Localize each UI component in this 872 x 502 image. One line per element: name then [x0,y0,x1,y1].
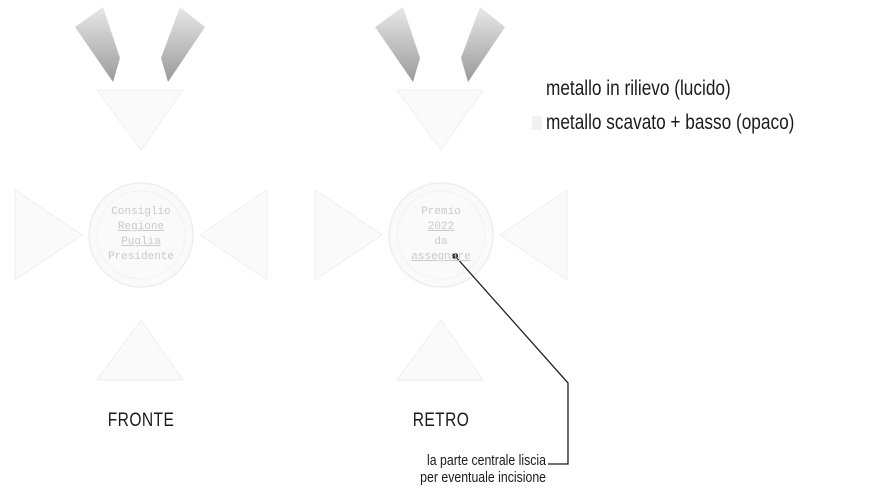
front-medal-cross [14,89,268,381]
front-engraving-line: Consiglio [111,206,171,218]
legend-label-relief: metallo in rilievo (lucido) [546,77,731,100]
back-caption: RETRO [412,410,470,431]
front-engraving-line: Presidente [107,251,174,263]
back-engraving-line: Premio [421,206,461,218]
front-engraving-line: Puglia [121,236,161,248]
callout-leader [452,253,569,465]
front-ribbon-left [75,7,120,82]
front-caption: FRONTE [107,410,175,431]
front-ribbon-right [161,7,205,82]
front-medal-disc-inner [96,190,186,280]
legend-swatch-engraved [532,116,542,130]
front-engraving: Consiglio Regione Puglia Presidente [101,205,181,265]
callout-note: la parte centrale liscia per eventuale i… [382,452,546,486]
back-medal-disc [388,182,494,288]
front-engraving-line: Regione [117,221,165,233]
legend-swatch-relief [532,82,542,96]
back-ribbon-right [461,7,505,82]
callout-note-line2: per eventuale incisione [420,469,546,486]
legend-label-engraved: metallo scavato + basso (opaco) [546,111,795,134]
back-engraving-line: 2022 [427,221,455,233]
back-medal [314,7,568,381]
callout-leader-line [454,255,569,465]
back-engraving-line: assegnare [411,251,471,263]
back-engraving: Premio 2022 da assegnare [401,205,481,265]
back-engraving-line: da [434,236,448,248]
legend-item-relief: metallo in rilievo (lucido) [532,77,771,101]
back-ribbon-left [375,7,420,82]
back-medal-cross [314,89,568,381]
legend-item-engraved: metallo scavato + basso (opaco) [532,111,849,135]
front-medal-disc [88,182,194,288]
callout-note-line1: la parte centrale liscia [427,452,546,469]
back-medal-disc-inner [396,190,486,280]
front-medal [14,7,268,381]
